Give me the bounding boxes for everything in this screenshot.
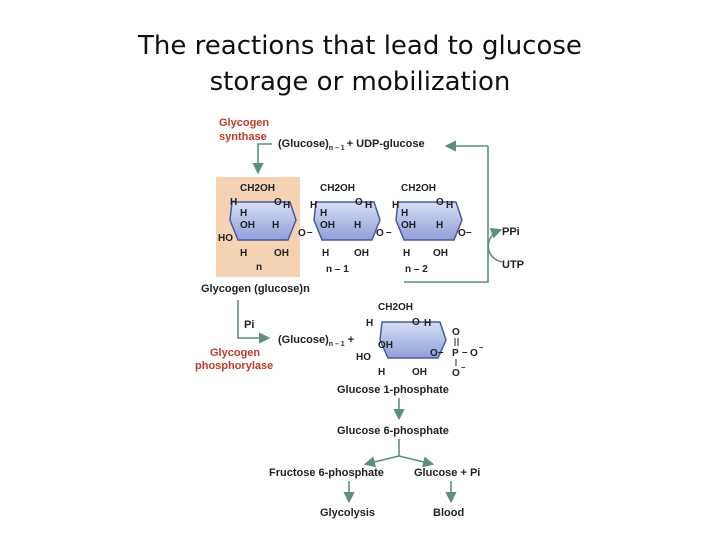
product-glucose-n1: (Glucose)n – 1+ (278, 334, 354, 348)
svg-text:H: H (365, 200, 372, 211)
svg-text:H: H (424, 318, 431, 329)
svg-text:HO: HO (356, 352, 371, 363)
svg-text:O: O (355, 197, 363, 208)
svg-text:P: P (452, 348, 459, 359)
svg-text:H: H (310, 200, 317, 211)
glycolysis-label: Glycolysis (320, 507, 375, 519)
svg-text:H: H (392, 200, 399, 211)
udp-return-arrow (404, 146, 489, 283)
svg-text:O: O (274, 197, 282, 208)
top-glucose-n1: (Glucose)n – 1+ UDP-glucose (278, 138, 425, 152)
svg-text:H: H (403, 248, 410, 259)
phosphorylase-label-2: phosphorylase (195, 360, 273, 372)
svg-text:O: O (458, 228, 466, 239)
svg-text:HO: HO (218, 233, 233, 244)
phosphate-group: O – P O – O – O – (430, 327, 484, 379)
slide-title: The reactions that lead to glucose stora… (0, 28, 720, 100)
svg-text:O: O (436, 197, 444, 208)
glucose-pi-label: Glucose + Pi (414, 467, 480, 479)
svg-text:OH: OH (240, 220, 255, 231)
glucose-6-phosphate-label: Glucose 6-phosphate (337, 425, 449, 437)
glucose-ring-n: CH2OH O H H H OH H HO H OH n O – (218, 183, 313, 273)
svg-text:H: H (366, 318, 373, 329)
svg-text:O: O (470, 348, 478, 359)
svg-text:n: n (256, 262, 262, 273)
svg-text:OH: OH (433, 248, 448, 259)
svg-text:H: H (272, 220, 279, 231)
svg-text:H: H (240, 248, 247, 259)
glucose-ring-n-minus-2: CH2OH O H H H OH H H OH n – 2 O – (392, 183, 472, 275)
svg-text:–: – (479, 343, 484, 352)
svg-text:O: O (452, 327, 460, 338)
svg-text:–: – (307, 227, 313, 238)
svg-text:–: – (461, 363, 466, 372)
svg-text:H: H (436, 220, 443, 231)
svg-text:n – 2: n – 2 (405, 264, 428, 275)
svg-text:H: H (322, 248, 329, 259)
svg-text:O: O (412, 317, 420, 328)
utp-label: UTP (502, 259, 524, 271)
title-line-1: The reactions that lead to glucose (138, 31, 582, 61)
synthase-arrow (252, 143, 272, 175)
svg-text:–: – (438, 347, 444, 358)
glucose-ring-n-minus-1: CH2OH O H H H OH H H OH n – 1 O – (310, 183, 392, 275)
svg-text:H: H (230, 197, 237, 208)
pi-label: Pi (244, 319, 254, 331)
title-line-2: storage or mobilization (209, 67, 511, 97)
svg-text:O: O (298, 228, 306, 239)
svg-text:OH: OH (320, 220, 335, 231)
glucose-1-phosphate-label: Glucose 1-phosphate (337, 384, 449, 396)
g6p-to-glucose-arrow (398, 455, 435, 468)
svg-text:OH: OH (378, 340, 393, 351)
synthase-label-1: Glycogen (219, 117, 269, 129)
fructose-6-phosphate-label: Fructose 6-phosphate (269, 467, 384, 479)
glycogen-label: Glycogen (glucose)n (201, 283, 310, 295)
phosphorylase-arrow (237, 300, 271, 344)
svg-text:O: O (376, 228, 384, 239)
svg-text:H: H (401, 208, 408, 219)
svg-text:H: H (320, 208, 327, 219)
g6p-to-f6p-arrow (363, 455, 400, 468)
svg-text:OH: OH (354, 248, 369, 259)
ppi-label: PPi (502, 226, 520, 238)
svg-text:H: H (354, 220, 361, 231)
svg-text:–: – (462, 347, 468, 358)
svg-text:H: H (240, 208, 247, 219)
synthase-label-2: synthase (219, 131, 267, 143)
svg-text:O: O (430, 348, 438, 359)
svg-text:CH2OH: CH2OH (320, 183, 355, 194)
svg-text:H: H (378, 367, 385, 378)
svg-text:OH: OH (412, 367, 427, 378)
ppi-utp-curve (487, 227, 503, 263)
svg-text:H: H (446, 200, 453, 211)
svg-text:O: O (452, 368, 460, 379)
svg-text:H: H (283, 200, 290, 211)
svg-text:OH: OH (401, 220, 416, 231)
svg-text:CH2OH: CH2OH (240, 183, 275, 194)
svg-text:n – 1: n – 1 (326, 264, 349, 275)
svg-text:CH2OH: CH2OH (378, 302, 413, 313)
phosphorylase-label-1: Glycogen (210, 347, 260, 359)
svg-text:–: – (386, 227, 392, 238)
glucose-1-phosphate-ring: CH2OH H O H OH HO H OH (356, 302, 447, 378)
blood-label: Blood (433, 507, 464, 519)
svg-text:CH2OH: CH2OH (401, 183, 436, 194)
svg-text:–: – (466, 227, 472, 238)
svg-text:OH: OH (274, 248, 289, 259)
